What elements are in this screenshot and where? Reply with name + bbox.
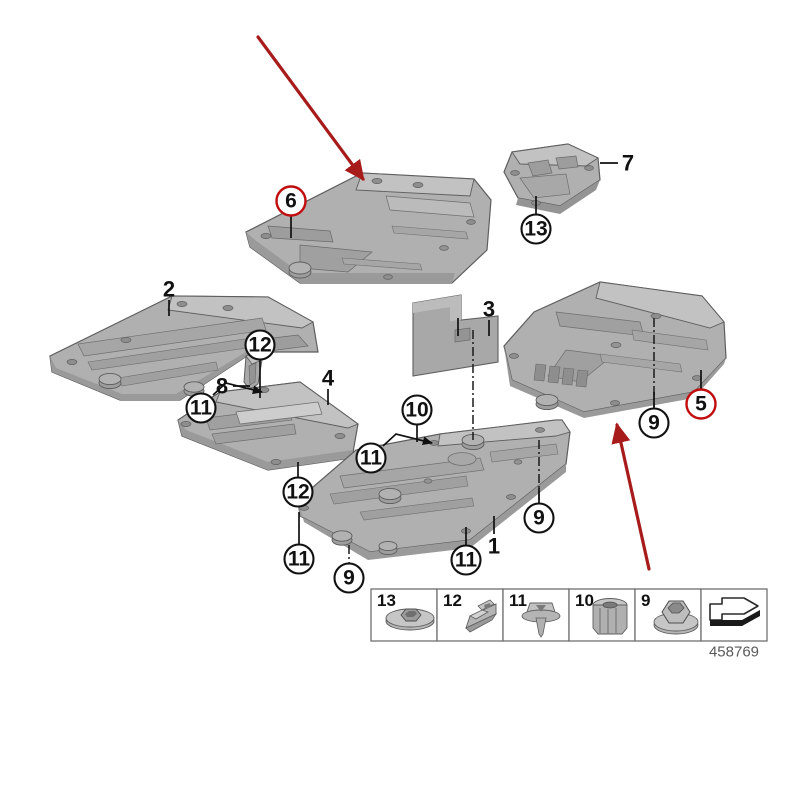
direction-of-travel-icon — [709, 597, 760, 626]
plain-labels: 7 2 3 4 8 1 — [163, 151, 634, 559]
callout-12-upper[interactable]: 12 — [244, 329, 276, 399]
label-4-text: 4 — [322, 366, 335, 391]
legend-number-9: 9 — [641, 591, 650, 610]
part-5-shield[interactable] — [503, 281, 727, 418]
callout-9-lower[interactable]: 9 — [333, 562, 365, 594]
callout-13-label: 13 — [524, 218, 547, 241]
callout-11-lower-center-label: 11 — [455, 549, 478, 572]
part-2-rocker-panel[interactable] — [49, 295, 319, 401]
legend-cell-11[interactable]: 11 — [502, 588, 570, 642]
callout-12-lower[interactable]: 12 — [282, 462, 314, 508]
part-7-cover[interactable] — [503, 143, 601, 214]
callout-11-center[interactable]: 11 — [355, 442, 387, 474]
diagram-id-label: 458769 — [709, 643, 759, 660]
spring-clip-nut-icon — [465, 599, 498, 633]
callout-9-right[interactable]: 9 — [638, 392, 670, 439]
legend-number-10: 10 — [575, 591, 594, 610]
callout-11-lower-left-label: 11 — [288, 548, 311, 571]
red-emphasis-arrows — [256, 35, 651, 571]
callout-11-lower-center[interactable]: 11 — [450, 527, 482, 576]
callout-11-upper-left[interactable]: 11 — [185, 392, 217, 424]
fastener-legend: 13 12 — [370, 588, 768, 660]
callout-11-upper-left-label: 11 — [190, 397, 213, 420]
label-1-text: 1 — [488, 534, 500, 559]
callout-10[interactable]: 10 — [401, 394, 433, 443]
callout-9-center-label: 9 — [533, 507, 545, 530]
callout-10-label: 10 — [405, 399, 428, 422]
bracket-leaders — [212, 382, 433, 447]
legend-number-13: 13 — [377, 591, 396, 610]
legend-cell-10[interactable]: 10 — [568, 588, 636, 642]
arrow-top — [256, 35, 365, 182]
washer-bolt-icon — [385, 608, 435, 631]
part-1-center-panel[interactable] — [297, 419, 571, 560]
legend-number-12: 12 — [443, 591, 462, 610]
callout-5-label: 5 — [695, 393, 707, 416]
label-2: 2 — [163, 277, 175, 316]
callout-6-label: 6 — [285, 190, 297, 213]
callout-bubbles: 6 13 12 11 10 — [185, 185, 717, 594]
callout-12-lower-label: 12 — [286, 481, 309, 504]
label-4: 4 — [322, 366, 335, 405]
callout-11-lower-left[interactable]: 11 — [283, 512, 315, 575]
callout-9-lower-label: 9 — [343, 567, 355, 590]
legend-cell-12[interactable]: 12 — [436, 588, 504, 642]
legend-number-11: 11 — [509, 591, 527, 610]
part-6-shield[interactable] — [245, 172, 492, 284]
callout-6[interactable]: 6 — [275, 185, 307, 239]
callout-9-center[interactable]: 9 — [523, 488, 555, 534]
label-2-text: 2 — [163, 277, 175, 302]
legend-cell-direction[interactable] — [700, 588, 768, 642]
legend-cell-13[interactable]: 13 — [370, 588, 438, 642]
arrow-bottom — [611, 422, 651, 571]
part-4-tray-panel[interactable] — [177, 381, 359, 471]
callout-9-right-label: 9 — [648, 412, 660, 435]
expansion-nut-icon — [592, 598, 628, 635]
legend-cell-9[interactable]: 9 — [634, 588, 702, 642]
push-pin-rivet-icon — [521, 602, 561, 638]
label-1: 1 — [488, 516, 500, 559]
label-3-text: 3 — [483, 297, 495, 322]
flanged-hex-nut-icon — [653, 600, 699, 635]
label-7: 7 — [600, 151, 634, 176]
callout-5[interactable]: 5 — [685, 370, 717, 420]
callout-11-center-label: 11 — [360, 447, 383, 470]
callout-13[interactable]: 13 — [520, 196, 552, 245]
callout-12-upper-label: 12 — [248, 334, 271, 357]
label-7-text: 7 — [622, 151, 634, 176]
label-3: 3 — [457, 297, 495, 336]
